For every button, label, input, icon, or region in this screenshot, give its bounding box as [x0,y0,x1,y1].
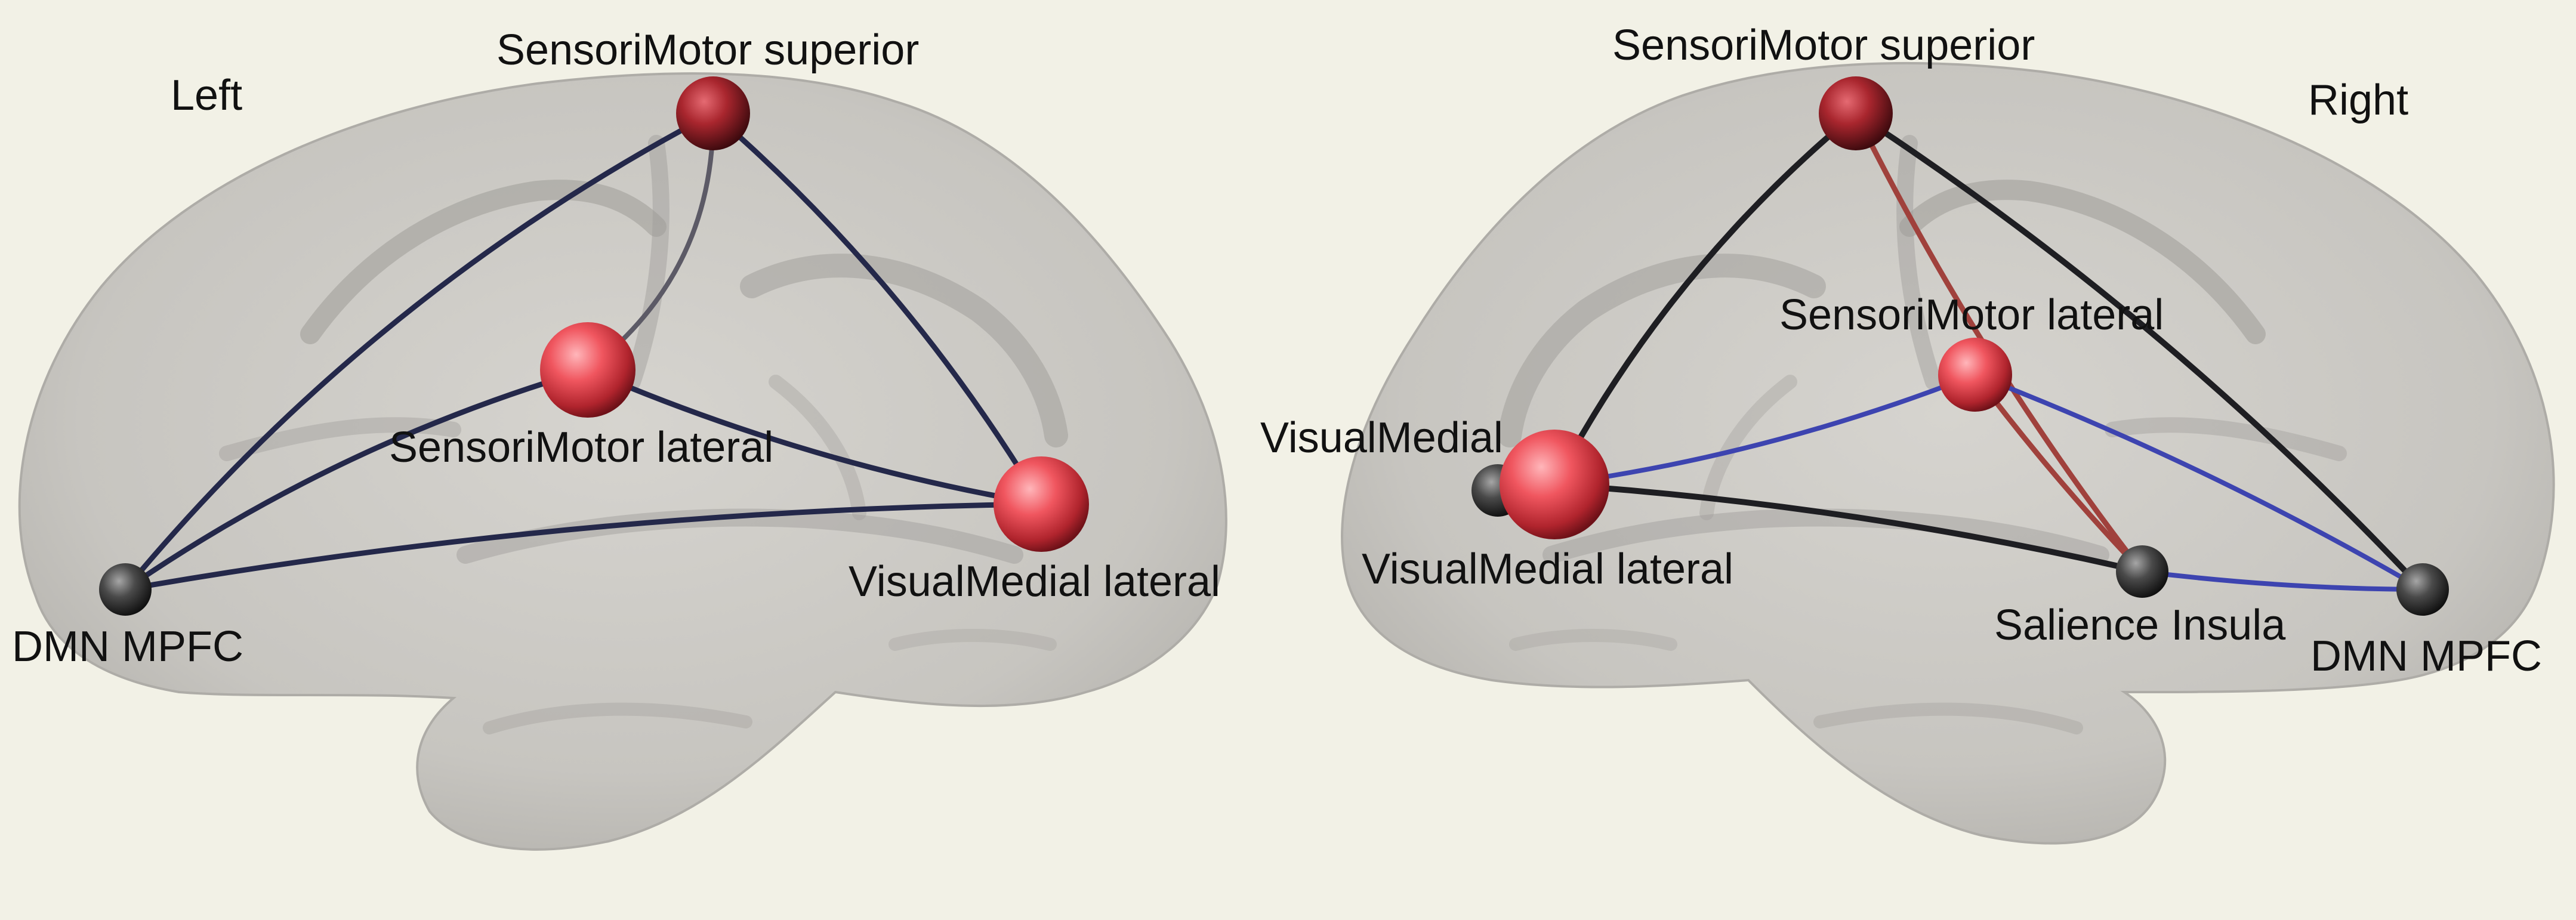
right-edge-sm_lat-dmn_mpfc [1973,372,2425,592]
left-label-dmn-mpfc: DMN MPFC [12,623,243,671]
left-node-labels: SensoriMotor superior SensoriMotor later… [12,26,1220,671]
right-label-sensorimotor-lateral: SensoriMotor lateral [1779,291,2164,339]
right-sulci [1498,135,2347,734]
left-node-sm-lat [540,322,635,418]
right-node-dmn-mpfc [2396,563,2449,616]
left-edge-dmn_mpfc-vm_lat [122,501,1044,592]
right-edge-sm_sup-dmn_mpfc [1853,110,2426,592]
right-node-vm-lat [1500,430,1609,539]
left-label-sensorimotor-superior: SensoriMotor superior [496,26,919,74]
left-label-visualmedial-lateral: VisualMedial lateral [849,558,1220,606]
left-node-vm-lat [994,456,1089,552]
left-sulci [219,135,1068,734]
left-edge-sm_lat-dmn_mpfc [122,367,591,592]
right-hemisphere: Right [1341,61,2555,845]
left-nodes [99,76,1089,616]
right-node-sm-sup [1819,76,1893,150]
right-edge-sm_sup-vm_lat [1551,110,1859,487]
right-edge-vm_lat-sm_lat [1552,372,1977,487]
right-node-sm-lat [1938,338,2012,412]
left-brain-surface [18,72,1227,851]
left-side-label: Left [171,72,242,119]
right-nodes [1471,76,2449,616]
right-brain-surface [1341,61,2555,845]
right-node-sal-ins [2116,545,2168,598]
left-node-dmn-mpfc [99,563,152,616]
right-label-dmn-mpfc: DMN MPFC [2310,632,2542,680]
left-edge-sm_lat-vm_lat [585,367,1044,507]
right-node-labels: SensoriMotor superior SensoriMotor later… [1260,21,2542,680]
left-node-sm-sup [676,76,750,150]
right-side-label: Right [2308,76,2408,124]
left-hemisphere: Left [18,72,1227,851]
left-edge-sm_sup-vm_lat [710,110,1044,507]
right-label-visualmedial: VisualMedial [1260,414,1503,462]
left-edge-sm_sup-dmn_mpfc [122,110,716,592]
right-label-salience-insula: Salience Insula [1994,601,2286,649]
left-edges [122,110,1044,592]
right-edge-vm_lat-sal_ins [1551,481,2145,575]
right-edge-sal_ins-dmn_mpfc [2140,569,2425,592]
right-edges [1551,110,2426,592]
left-label-sensorimotor-lateral: SensoriMotor lateral [389,424,773,471]
right-label-visualmedial-lateral: VisualMedial lateral [1362,545,1733,593]
right-label-sensorimotor-superior: SensoriMotor superior [1612,21,2035,69]
